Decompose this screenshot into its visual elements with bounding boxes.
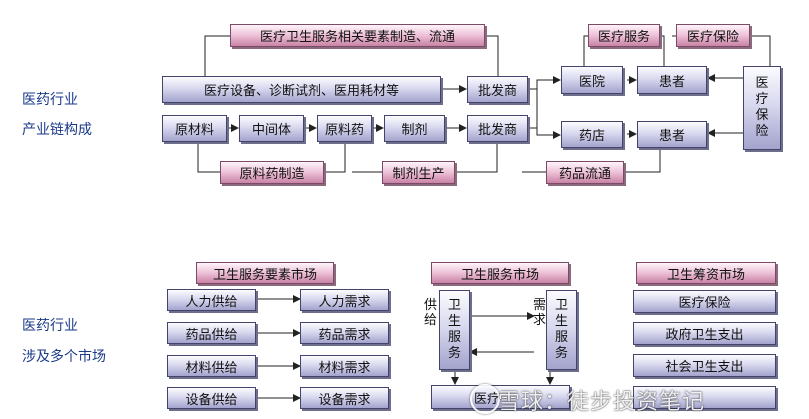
- box-government-spending: 政府卫生支出: [633, 322, 776, 345]
- box-service-supply: 卫 生 服 务: [439, 290, 470, 370]
- box-labor-demand: 人力需求: [300, 289, 389, 311]
- title-financing-market: 卫生筹资市场: [636, 262, 776, 284]
- service-char: 服: [447, 330, 461, 345]
- label-chain-line2: 产业链构成: [22, 122, 92, 138]
- box-drug-supply: 药品供给: [167, 322, 256, 344]
- box-material-supply: 材料供给: [167, 355, 256, 377]
- demand-char: 需: [533, 298, 547, 313]
- service-char: 务: [447, 346, 461, 361]
- bracket-top-right: [485, 35, 499, 76]
- service-char: 生: [554, 314, 568, 329]
- bracket-top-left: [204, 35, 230, 76]
- service-char: 服: [554, 330, 568, 345]
- box-pharmacy: 药店: [561, 121, 623, 148]
- insurance-char: 保: [755, 108, 769, 123]
- service-char: 务: [554, 346, 568, 361]
- stage-api-manufacturing: 原料药制造: [220, 161, 324, 184]
- box-medical-devices: 医疗设备、诊断试剂、医用耗材等: [162, 76, 441, 103]
- label-supply: 供 给: [424, 298, 437, 328]
- insurance-char: 疗: [755, 92, 769, 107]
- bracket-stage1-left: [197, 142, 220, 173]
- box-hospital: 医院: [561, 66, 623, 94]
- label-markets-line2: 涉及多个市场: [22, 349, 106, 365]
- service-char: 卫: [554, 298, 568, 313]
- service-char: 生: [447, 314, 461, 329]
- banner-related-factors: 医疗卫生服务相关要素制造、流通: [230, 24, 485, 47]
- box-patient-bottom: 患者: [637, 121, 707, 148]
- box-wholesaler-top: 批发商: [467, 76, 528, 103]
- box-equipment-supply: 设备供给: [167, 387, 256, 409]
- bracket-stage2-right: [455, 142, 498, 173]
- box-medical-insurance: 医 疗 保 险: [743, 66, 781, 150]
- box-wholesaler-bottom: 批发商: [467, 115, 528, 142]
- box-patient-top: 患者: [637, 66, 707, 94]
- arrow-wholesaler-pharmacy: [528, 127, 561, 139]
- box-social-spending: 社会卫生支出: [633, 354, 776, 377]
- box-financing-bottom: [633, 386, 776, 409]
- box-preparation: 制剂: [384, 115, 445, 142]
- bracket-insurance-right: [750, 35, 771, 66]
- bracket-service-left: [583, 35, 588, 66]
- title-service-market: 卫生服务市场: [431, 262, 569, 284]
- label-markets-line1: 医药行业: [22, 318, 78, 334]
- banner-medical-service: 医疗服务: [588, 24, 660, 47]
- box-service-demand: 卫 生 服 务: [546, 290, 577, 370]
- insurance-char: 险: [755, 124, 769, 139]
- stage-preparation: 制剂生产: [382, 161, 455, 184]
- box-api: 原料药: [317, 115, 372, 142]
- supply-char: 给: [424, 313, 438, 328]
- box-drug-demand: 药品需求: [300, 322, 389, 344]
- banner-medical-insurance: 医疗保险: [676, 24, 750, 47]
- title-factor-market: 卫生服务要素市场: [196, 262, 334, 284]
- insurance-char: 医: [755, 76, 769, 91]
- bracket-stage3-right: [624, 148, 661, 173]
- box-intermediate: 中间体: [239, 115, 304, 142]
- box-material-demand: 材料需求: [300, 355, 389, 377]
- box-raw-material: 原材料: [162, 115, 227, 142]
- box-financing-insurance: 医疗保险: [633, 290, 776, 313]
- watermark: 雪球：徒步投资笔记: [498, 390, 706, 415]
- service-char: 卫: [447, 298, 461, 313]
- box-equipment-demand: 设备需求: [300, 387, 389, 409]
- label-demand: 需 求: [533, 298, 546, 328]
- box-medical-bottom: 医疗: [431, 385, 570, 409]
- label-chain-line1: 医药行业: [22, 92, 78, 108]
- bracket-service-right: [660, 35, 665, 66]
- box-labor-supply: 人力供给: [167, 289, 256, 311]
- snowball-logo-icon: [470, 384, 500, 414]
- demand-char: 求: [533, 313, 547, 328]
- stage-distribution: 药品流通: [546, 161, 624, 184]
- arrow-wholesaler-hospital: [528, 76, 561, 90]
- bracket-stage1-right: [324, 142, 346, 173]
- supply-char: 供: [424, 298, 438, 313]
